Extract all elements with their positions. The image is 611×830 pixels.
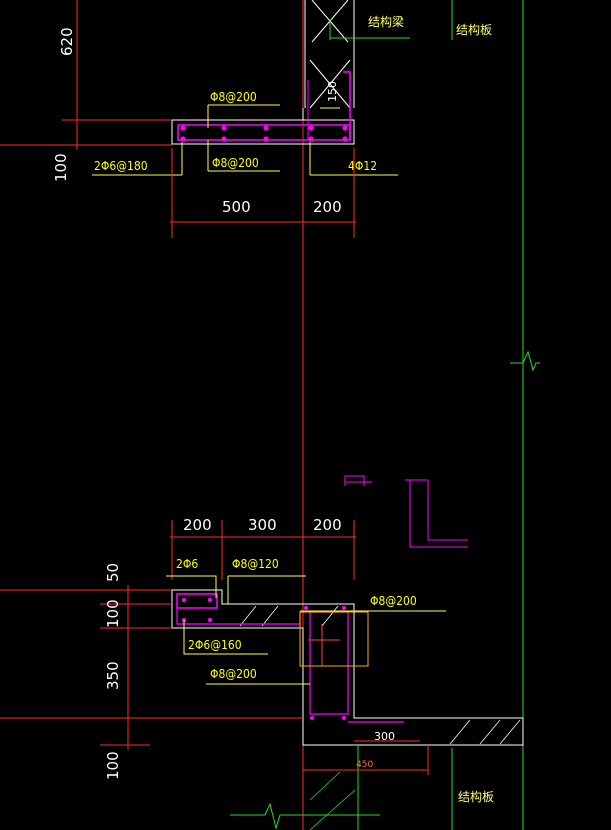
break-mark-green xyxy=(510,350,540,372)
dim-350: 350 xyxy=(104,661,122,690)
rebar-upturn xyxy=(176,593,218,609)
rebar-phi8-120-label: Φ8@120 xyxy=(232,557,279,571)
slab-hatch xyxy=(239,605,521,745)
dim-200-bottom-left: 200 xyxy=(183,516,212,534)
rebar-stirrup-column xyxy=(343,71,351,140)
label-beam: 结构梁 xyxy=(368,14,404,29)
dim-100-top: 100 xyxy=(52,153,70,182)
break-mark-bottom xyxy=(230,802,380,830)
eave-slab-outline xyxy=(172,108,304,121)
dim-200-top: 200 xyxy=(313,198,342,216)
rebar-2phi6-label: 2Φ6 xyxy=(176,557,198,571)
dim-200-bottom-right: 200 xyxy=(313,516,342,534)
rebar-bottom-label: Φ8@200 xyxy=(212,156,259,170)
rebar-top-label: Φ8@200 xyxy=(210,90,257,104)
green-hatch xyxy=(309,771,356,830)
dim-100-lowest: 100 xyxy=(104,751,122,780)
beam-cross-2 xyxy=(309,59,351,109)
small-detail-top xyxy=(344,475,365,486)
leader-2phi6-160 xyxy=(183,620,268,655)
rebar-left-label: 2Φ6@180 xyxy=(94,159,148,173)
rebar-dots-top xyxy=(180,125,348,142)
small-detail-bottom xyxy=(405,479,468,541)
dim-620: 620 xyxy=(58,27,76,56)
dim-150: 150 xyxy=(326,81,339,102)
bottom-slab-outline xyxy=(171,589,524,746)
column-detail-box xyxy=(299,611,369,667)
dim-50: 50 xyxy=(104,563,122,582)
dim-300-bottom: 300 xyxy=(248,516,277,534)
small-detail-bottom-2 xyxy=(409,480,468,548)
rebar-dots-bottom xyxy=(181,597,346,720)
rebar-phi8-200-mid-label: Φ8@200 xyxy=(210,667,257,681)
rebar-right-label: 4Φ12 xyxy=(348,159,377,173)
rebar-2phi6-160-label: 2Φ6@160 xyxy=(188,638,242,652)
label-slab-bottom: 结构板 xyxy=(458,789,494,804)
dim-300-inner: 300 xyxy=(374,730,395,743)
label-slab-top: 结构板 xyxy=(456,22,492,37)
dim-450: 450 xyxy=(356,760,373,770)
dim-100-bottom: 100 xyxy=(104,599,122,628)
dim-500: 500 xyxy=(222,198,251,216)
rebar-phi8-200-right-label: Φ8@200 xyxy=(370,594,417,608)
leader-2phi6-b xyxy=(166,575,217,598)
eave-slab-body xyxy=(171,119,355,145)
